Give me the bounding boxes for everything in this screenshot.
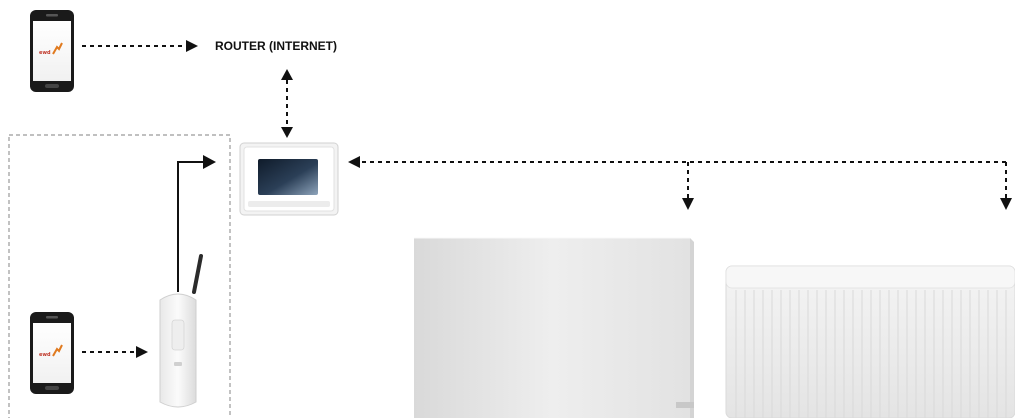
smartphone-icon: ewd [30,312,74,394]
arrowhead-left [348,156,360,168]
arrowhead-up [281,69,293,80]
arrowhead-down [1000,198,1012,210]
app-logo-text: ewd [39,50,51,56]
wifi-controller-icon [160,256,201,407]
touchscreen-thermostat-icon [240,143,338,215]
router-label: ROUTER (INTERNET) [215,39,337,53]
radiator-icon [726,266,1015,418]
app-logo-text: ewd [39,352,51,358]
arrowhead-right [186,40,198,52]
arrowhead-down [682,198,694,210]
smartphone-icon: ewd [30,10,74,92]
arrowhead-right [136,346,148,358]
arrowhead-down [281,127,293,138]
panel-heater-icon [414,238,694,418]
arrowhead-right [203,155,216,169]
